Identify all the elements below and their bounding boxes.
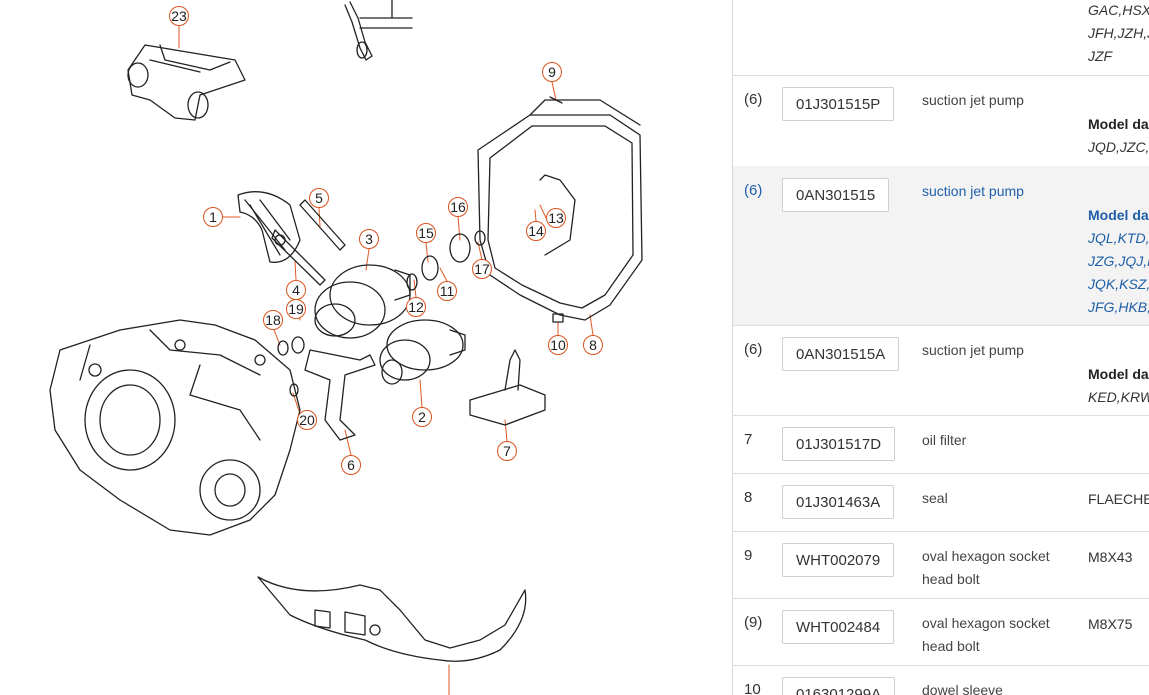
callout-4[interactable]: 4: [286, 280, 306, 300]
callout-19[interactable]: 19: [286, 299, 306, 319]
callout-8[interactable]: 8: [583, 335, 603, 355]
callout-9[interactable]: 9: [542, 62, 562, 82]
row-position: 9: [744, 547, 753, 564]
row-description: suction jet pump: [922, 342, 1024, 358]
row-note: M8X43: [1088, 546, 1132, 569]
parts-table: GAC,HSX,J JFH,JZH,JZ JZF (6) 01J301515P su…: [732, 0, 1149, 695]
valve-part-6: [304, 349, 376, 441]
row-description: suction jet pump: [922, 183, 1024, 199]
callout-10[interactable]: 10: [548, 335, 568, 355]
row-note: GAC,HSX,J JFH,JZH,JZ JZF: [1088, 0, 1149, 68]
row-description: oval hexagon socket head bolt: [922, 615, 1050, 654]
small-parts: [277, 313, 564, 397]
diagram-drawing: [49, 0, 643, 695]
row-note: Model da JQD,JZC,JZ: [1088, 113, 1149, 159]
table-row[interactable]: (9) WHT002484 oval hexagon socket head bol…: [733, 598, 1149, 666]
callout-1[interactable]: 1: [203, 207, 223, 227]
bracket-part-23: [127, 44, 246, 121]
table-row[interactable]: 7 01J301517D oil filter: [733, 415, 1149, 474]
table-row-fragment: GAC,HSX,J JFH,JZH,JZ JZF: [733, 0, 1149, 76]
table-row[interactable]: 10 016301299A dowel sleeve: [733, 665, 1149, 695]
row-description: dowel sleeve: [922, 682, 1003, 695]
part-number-field[interactable]: 0AN301515A: [782, 337, 900, 371]
row-position: (9): [744, 614, 763, 631]
callout-14[interactable]: 14: [526, 221, 546, 241]
callout-18[interactable]: 18: [263, 310, 283, 330]
transmission-housing: [49, 319, 301, 536]
row-position: (6): [744, 182, 763, 199]
part-number-field[interactable]: 01J301517D: [782, 427, 896, 461]
callout-12[interactable]: 12: [406, 297, 426, 317]
row-note: Model da KED,KRW: [1088, 363, 1149, 409]
row-description: oval hexagon socket head bolt: [922, 548, 1050, 587]
callout-11[interactable]: 11: [437, 281, 457, 301]
note-line: M8X43: [1088, 549, 1133, 565]
note-label: Model da: [1088, 116, 1149, 132]
callout-16[interactable]: 16: [448, 197, 468, 217]
row-description: oil filter: [922, 432, 967, 448]
row-note: FLAECHEN: [1088, 488, 1149, 511]
part-number-field[interactable]: 01J301463A: [782, 485, 895, 519]
callout-23[interactable]: 23: [169, 6, 189, 26]
callout-20[interactable]: 20: [297, 410, 317, 430]
row-position: (6): [744, 91, 763, 108]
callout-2[interactable]: 2: [412, 407, 432, 427]
note-line: JFG,HKB,K: [1088, 299, 1149, 315]
part-number-field[interactable]: WHT002484: [782, 610, 895, 644]
note-line: JQD,JZC,JZ: [1088, 139, 1149, 155]
part-number-field[interactable]: 0AN301515: [782, 178, 890, 212]
callout-6[interactable]: 6: [341, 455, 361, 475]
callout-5[interactable]: 5: [309, 188, 329, 208]
table-row[interactable]: 8 01J301463A seal FLAECHEN: [733, 473, 1149, 532]
note-line: FLAECHEN: [1088, 491, 1149, 507]
note-line: JQL,KTD,K: [1088, 230, 1149, 246]
note-label: Model da: [1088, 366, 1149, 382]
band-part-1: [237, 191, 301, 263]
row-note: Model da JQL,KTD,K JZG,JQJ,KT JQK,KSZ,H JFG,…: [1088, 204, 1149, 319]
row-position: 7: [744, 431, 753, 448]
callout-15[interactable]: 15: [416, 223, 436, 243]
callout-7[interactable]: 7: [497, 441, 517, 461]
lever-parts: [271, 199, 346, 286]
note-line: JQK,KSZ,H: [1088, 276, 1149, 292]
callout-17[interactable]: 17: [472, 259, 492, 279]
row-position: 8: [744, 489, 753, 506]
part-number-field[interactable]: 01J301515P: [782, 87, 895, 121]
note-line: GAC,HSX,J: [1088, 2, 1149, 18]
part-number-field[interactable]: WHT002079: [782, 543, 895, 577]
note-line: M8X75: [1088, 616, 1133, 632]
note-line: JZG,JQJ,KT: [1088, 253, 1149, 269]
row-position: 10: [744, 681, 761, 695]
gear-parts: [406, 230, 486, 291]
note-line: JZF: [1088, 48, 1113, 64]
table-row[interactable]: 9 WHT002079 oval hexagon socket head bolt M…: [733, 531, 1149, 599]
row-position: (6): [744, 341, 763, 358]
drum-part-3: [314, 264, 411, 339]
row-description: seal: [922, 490, 948, 506]
oil-filter-part-7: [469, 349, 546, 426]
note-line: JFH,JZH,JZ: [1088, 25, 1149, 41]
callout-3[interactable]: 3: [359, 229, 379, 249]
row-description: suction jet pump: [922, 92, 1024, 108]
bottom-cover-part: [257, 576, 527, 662]
row-note: M8X75: [1088, 613, 1132, 636]
callout-13[interactable]: 13: [546, 208, 566, 228]
sensor-part: [344, 0, 413, 61]
part-number-field[interactable]: 016301299A: [782, 677, 896, 695]
drum-part-2: [379, 319, 466, 385]
note-label: Model da: [1088, 207, 1149, 223]
note-line: KED,KRW: [1088, 389, 1149, 405]
